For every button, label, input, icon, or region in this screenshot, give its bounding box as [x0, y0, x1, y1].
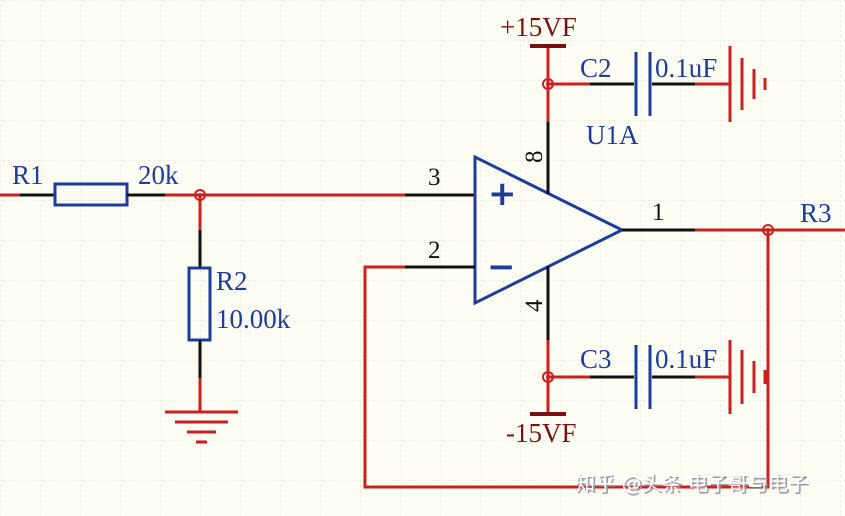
c2-value-label: 0.1uF: [655, 53, 717, 83]
power-negative-label: -15VF: [506, 418, 577, 448]
opamp-minus-sign: −: [487, 247, 516, 287]
capacitor-c2[interactable]: [548, 52, 730, 116]
ground-c3-icon: [728, 340, 767, 414]
ground-c2-icon: [728, 46, 767, 122]
resistor-r1[interactable]: [0, 182, 165, 207]
r1-value-label: 20k: [138, 160, 179, 190]
r3-ref-label: R3: [800, 198, 832, 228]
junction-output: [762, 224, 774, 236]
watermark: 知乎 @头条 电子哥与电子: [575, 471, 808, 495]
pin-8-label: 8: [521, 151, 548, 164]
watermark-shadow: 知乎 @头条 电子哥与电子: [577, 473, 810, 497]
pin-2-label: 2: [428, 237, 441, 264]
opamp-u1a[interactable]: + −: [473, 154, 626, 306]
ground-icon: [165, 410, 238, 444]
pin-1-label: 1: [652, 199, 665, 226]
net-feedback[interactable]: [363, 230, 770, 489]
c2-ref-label: C2: [580, 53, 612, 83]
pin-4-label: 4: [521, 299, 548, 312]
opamp-plus-sign: +: [488, 174, 517, 214]
resistor-r2[interactable]: [187, 195, 212, 412]
u1a-ref-label: U1A: [586, 120, 639, 150]
r1-ref-label: R1: [12, 160, 44, 190]
junction-output-dot: [766, 228, 770, 232]
r2-value-label: 10.00k: [216, 304, 291, 334]
c3-value-label: 0.1uF: [655, 344, 717, 374]
r2-ref-label: R2: [216, 266, 248, 296]
c3-ref-label: C3: [580, 344, 612, 374]
power-positive-label: +15VF: [500, 12, 577, 42]
capacitor-c3[interactable]: [548, 345, 730, 409]
pin-3-label: 3: [428, 164, 441, 191]
